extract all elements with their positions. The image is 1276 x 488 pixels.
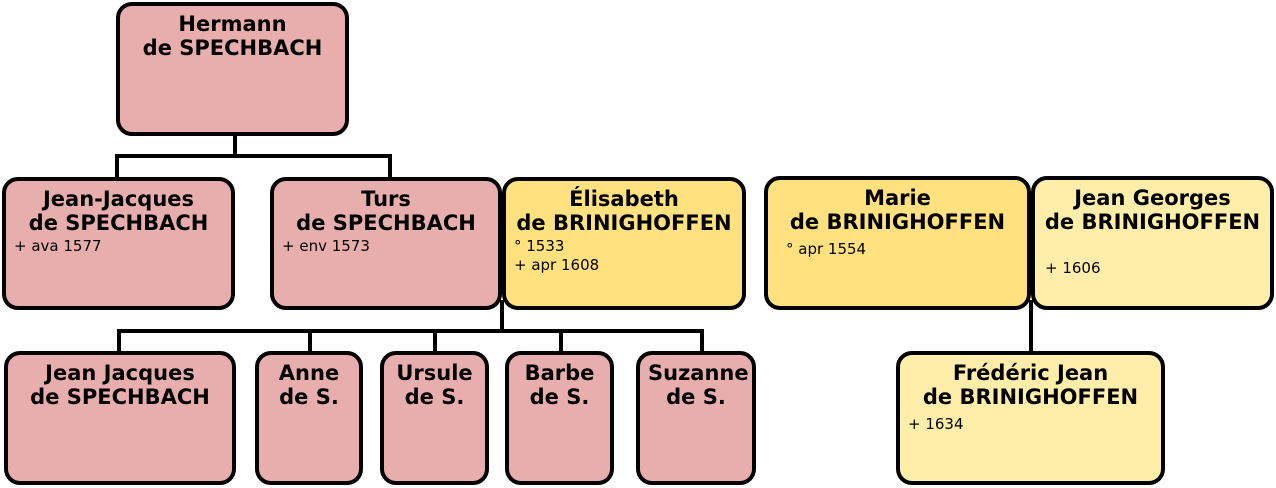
person-barbe[interactable]: Barbe de S. <box>505 351 614 485</box>
death-date: + 1606 <box>1045 259 1101 277</box>
connector-turs-elisabeth-children <box>117 300 704 354</box>
connector-hermann-children <box>115 134 392 180</box>
first-name: Marie <box>864 186 931 210</box>
person-turs[interactable]: Turs de SPECHBACH + env 1573 <box>270 177 502 310</box>
person-hermann[interactable]: Hermann de SPECHBACH <box>116 2 349 136</box>
death-date: + ava 1577 <box>14 237 102 255</box>
person-jean-georges[interactable]: Jean Georges de BRINIGHOFFEN + 1606 <box>1031 176 1274 310</box>
person-marie[interactable]: Marie de BRINIGHOFFEN ° apr 1554 <box>764 176 1031 310</box>
first-name: Hermann <box>178 12 287 36</box>
first-name: Frédéric Jean <box>952 361 1109 385</box>
last-name: de S. <box>666 385 726 409</box>
death-date: + apr 1608 <box>514 256 600 274</box>
first-name: Jean Georges <box>1074 186 1231 210</box>
last-name: de BRINIGHOFFEN <box>1044 210 1261 234</box>
first-name: Turs <box>361 187 411 211</box>
person-suzanne[interactable]: Suzanne de S. <box>636 351 756 485</box>
last-name: de BRINIGHOFFEN <box>516 211 732 235</box>
last-name: de SPECHBACH <box>28 211 209 235</box>
death-date: + env 1573 <box>282 237 370 255</box>
last-name: de SPECHBACH <box>296 211 476 235</box>
birth-date: ° apr 1554 <box>786 240 867 258</box>
person-jean-jacques[interactable]: Jean-Jacques de SPECHBACH + ava 1577 <box>2 177 235 310</box>
last-name: de BRINIGHOFFEN <box>922 385 1139 409</box>
last-name: de S. <box>404 385 465 409</box>
first-name: Ursule <box>396 361 473 385</box>
first-name: Anne <box>278 361 340 385</box>
person-frederic-jean[interactable]: Frédéric Jean de BRINIGHOFFEN + 1634 <box>896 351 1165 485</box>
first-name: Jean-Jacques <box>42 187 195 211</box>
last-name: de BRINIGHOFFEN <box>789 210 1006 234</box>
last-name: de S. <box>279 385 339 409</box>
birth-date: ° 1533 <box>514 237 565 255</box>
person-anne[interactable]: Anne de S. <box>255 351 363 485</box>
death-date: + 1634 <box>908 415 964 433</box>
person-ursule[interactable]: Ursule de S. <box>380 351 489 485</box>
person-elisabeth[interactable]: Élisabeth de BRINIGHOFFEN ° 1533 + apr 1… <box>502 177 746 310</box>
first-name: Élisabeth <box>569 187 679 211</box>
last-name: de SPECHBACH <box>30 385 210 409</box>
person-jean-jacques-2[interactable]: Jean Jacques de SPECHBACH <box>4 351 236 485</box>
last-name: de SPECHBACH <box>142 36 323 60</box>
first-name: Barbe <box>524 361 595 385</box>
first-name: Jean Jacques <box>45 361 195 385</box>
last-name: de S. <box>529 385 590 409</box>
first-name: Suzanne <box>648 361 749 385</box>
